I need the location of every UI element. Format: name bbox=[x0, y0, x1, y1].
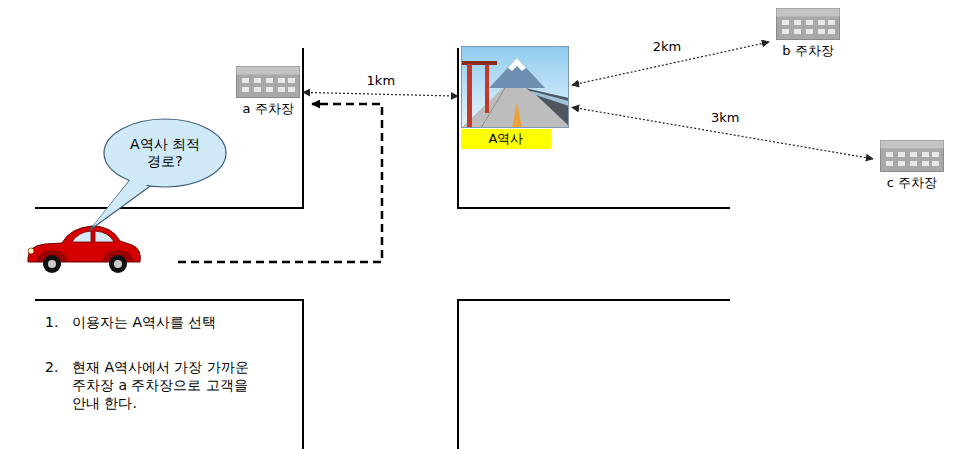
parking-building bbox=[777, 9, 840, 40]
parking-window bbox=[806, 20, 813, 25]
node-text: a 주차장 bbox=[236, 101, 300, 117]
sky bbox=[461, 46, 569, 128]
node-text: b 주차장 bbox=[772, 43, 844, 59]
picture-frame bbox=[462, 47, 569, 128]
parking-window bbox=[898, 161, 905, 166]
bubble-text-box: A역사 최적경로? bbox=[103, 118, 227, 188]
parking-node: c 주차장 bbox=[876, 140, 948, 191]
mountain bbox=[489, 58, 545, 88]
parking-roof bbox=[881, 141, 944, 149]
platform-cone bbox=[512, 102, 522, 128]
distance-label: 3km bbox=[709, 110, 741, 125]
parking-window bbox=[288, 78, 295, 83]
street-edge bbox=[35, 300, 303, 449]
parking-building bbox=[881, 141, 944, 172]
parking-window bbox=[910, 152, 917, 157]
list-number: 2. bbox=[45, 358, 69, 376]
station-picture bbox=[461, 46, 569, 128]
parking-window bbox=[242, 87, 249, 92]
mountain-snow bbox=[508, 58, 526, 71]
train bbox=[525, 88, 569, 126]
parking-window bbox=[828, 20, 835, 25]
parking-window bbox=[886, 161, 893, 166]
distance-label: 2km bbox=[651, 39, 683, 54]
parking-window bbox=[806, 29, 813, 34]
parking-window bbox=[794, 20, 801, 25]
parking-window bbox=[818, 20, 825, 25]
parking-window bbox=[932, 161, 939, 166]
node-text: c 주차장 bbox=[876, 175, 948, 191]
parking-roof bbox=[237, 67, 300, 75]
parking-window bbox=[254, 87, 261, 92]
street-lines bbox=[35, 48, 730, 449]
car-wheel bbox=[43, 255, 61, 273]
parking-icon bbox=[776, 8, 840, 40]
parking-node: a 주차장 bbox=[236, 66, 300, 117]
street-edge bbox=[458, 300, 730, 449]
gate-beam bbox=[461, 61, 497, 65]
parking-window bbox=[932, 152, 939, 157]
distance-label: 1km bbox=[365, 73, 397, 88]
parking-icon bbox=[236, 66, 300, 98]
parking-window bbox=[922, 161, 929, 166]
parking-window bbox=[828, 29, 835, 34]
node-text: A역사 최적경로? bbox=[123, 136, 207, 170]
gate-pillar bbox=[467, 64, 472, 128]
car-hub bbox=[48, 260, 56, 268]
parking-window bbox=[278, 87, 285, 92]
car-hub bbox=[114, 260, 122, 268]
parking-window bbox=[782, 29, 789, 34]
parking-icon bbox=[880, 140, 944, 172]
car-wheel bbox=[109, 255, 127, 273]
parking-window bbox=[278, 78, 285, 83]
parking-window bbox=[886, 152, 893, 157]
gate-pillar bbox=[485, 65, 489, 113]
car-icon bbox=[28, 226, 140, 273]
station-node: A역사 bbox=[461, 46, 569, 149]
parking-window bbox=[898, 152, 905, 157]
parking-window bbox=[910, 161, 917, 166]
train-windows bbox=[531, 91, 569, 106]
route-line bbox=[178, 104, 382, 262]
parking-window bbox=[288, 87, 295, 92]
street-edge bbox=[35, 48, 303, 208]
car-headlight bbox=[28, 248, 34, 254]
node-text: A역사 bbox=[461, 131, 551, 147]
parking-window bbox=[818, 29, 825, 34]
distance-arrow bbox=[303, 92, 458, 96]
parking-window bbox=[242, 78, 249, 83]
car-window bbox=[95, 231, 114, 242]
parking-roof bbox=[777, 9, 840, 17]
parking-building bbox=[237, 67, 300, 98]
list-number: 1. bbox=[45, 313, 69, 331]
platform bbox=[461, 88, 569, 128]
list-note: 이용자는 A역사를 선택 bbox=[72, 313, 260, 331]
parking-window bbox=[266, 78, 273, 83]
bubble-tail-join bbox=[93, 174, 151, 226]
parking-window bbox=[794, 29, 801, 34]
car-window bbox=[72, 231, 91, 242]
speech-bubble-node: A역사 최적경로? bbox=[103, 118, 227, 188]
bubble-outline bbox=[104, 119, 226, 187]
list-note: 현재 A역사에서 가장 가까운 주차장 a 주차장으로 고객을 안내 한다. bbox=[72, 358, 260, 412]
parking-window bbox=[266, 87, 273, 92]
car-body bbox=[28, 226, 140, 262]
platform-edge bbox=[481, 88, 505, 128]
distance-arrow bbox=[572, 107, 873, 159]
parking-node: b 주차장 bbox=[772, 8, 844, 59]
parking-window bbox=[782, 20, 789, 25]
parking-window bbox=[922, 152, 929, 157]
station-name-tag: A역사 bbox=[461, 129, 551, 149]
parking-window bbox=[254, 78, 261, 83]
